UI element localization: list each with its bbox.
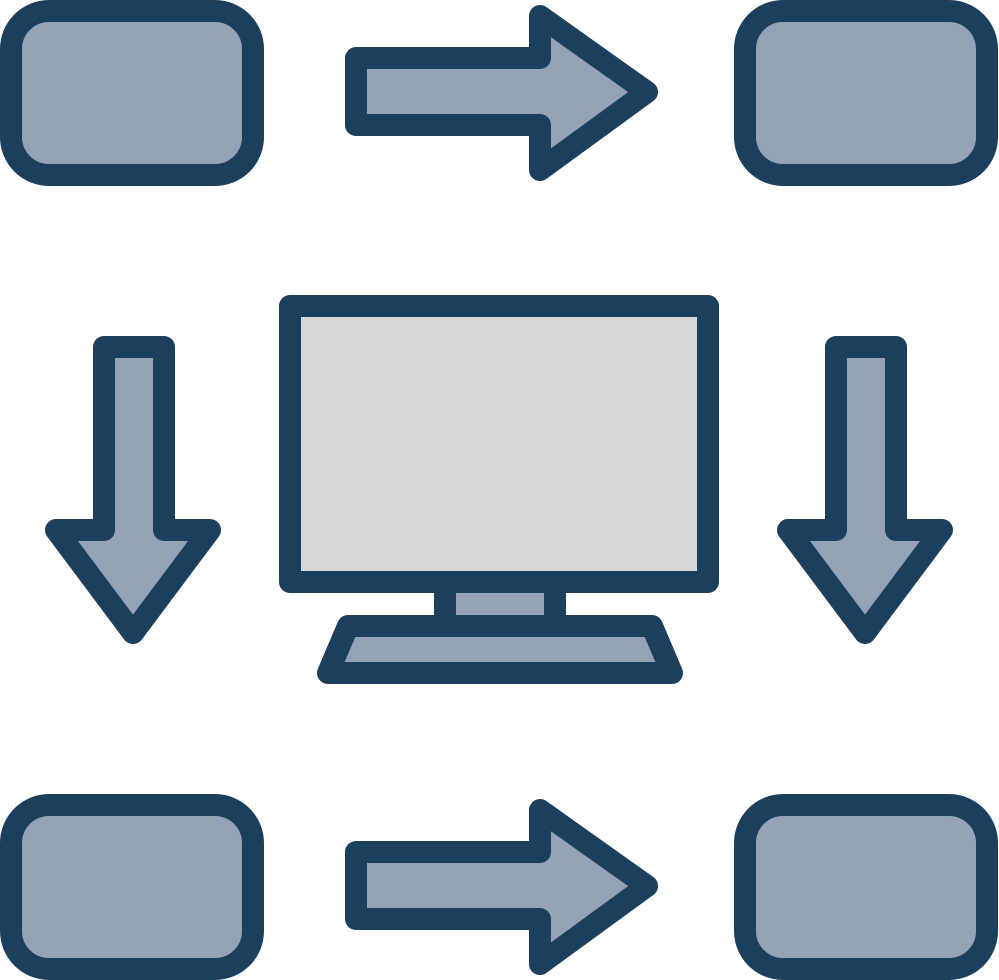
box-top-left (0, 0, 264, 186)
box-bottom-left (0, 794, 264, 980)
monitor-base (317, 615, 683, 684)
box-top-right (734, 0, 998, 186)
arrow-right-bottom-icon (345, 799, 658, 975)
arrow-down-right-icon (777, 336, 953, 644)
arrow-right-top-icon (345, 5, 658, 181)
arrow-down-left-icon (45, 336, 221, 644)
box-bottom-right (734, 794, 998, 980)
desktop-monitor-icon (279, 295, 719, 684)
monitor-screen (279, 295, 719, 593)
